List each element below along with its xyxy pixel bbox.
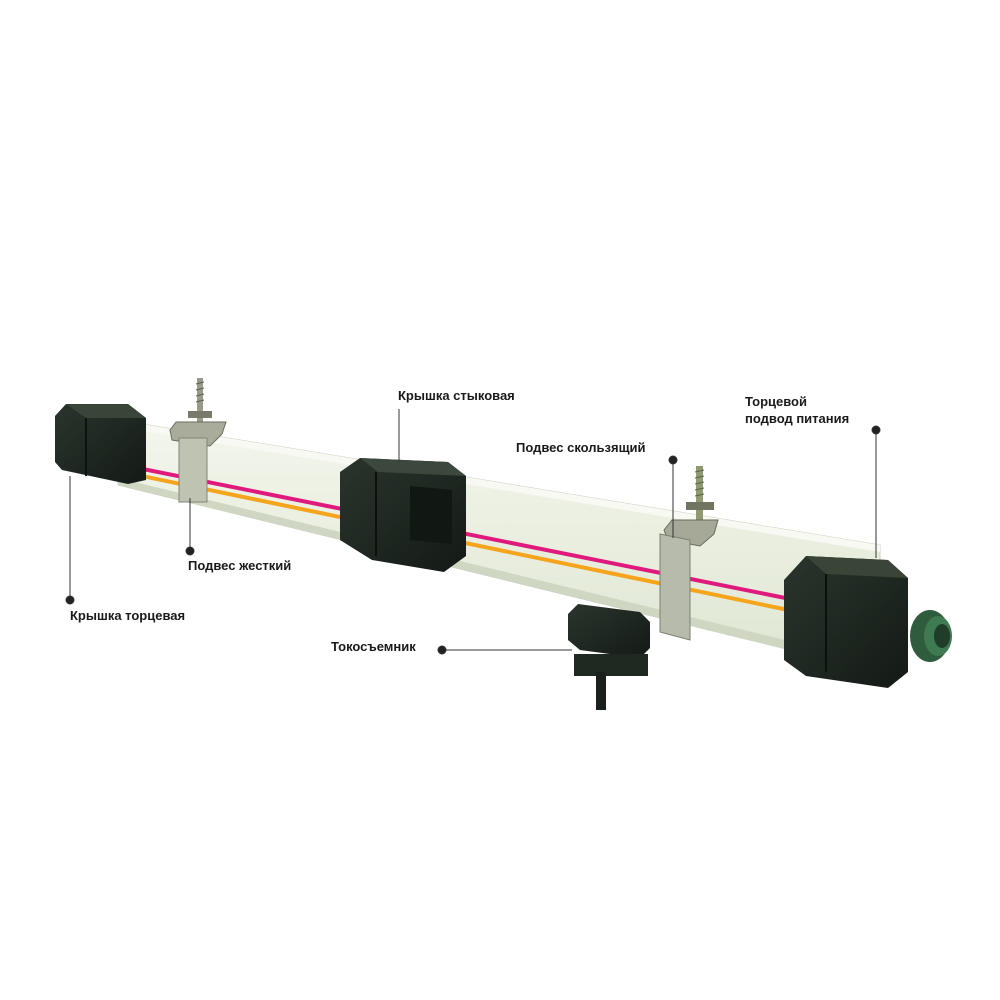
label-current-collector: Токосъемник xyxy=(331,639,416,654)
callout-dot-rigid-hanger xyxy=(185,546,195,556)
rigid-hanger xyxy=(169,378,227,503)
label-end-power-feed: Торцевой подвод питания xyxy=(745,393,849,427)
end-power-feed xyxy=(784,556,952,688)
callout-dot-collector xyxy=(437,645,447,655)
label-end-power-feed-line2: подвод питания xyxy=(745,411,850,426)
callout-lines xyxy=(65,409,881,655)
label-rigid-hanger: Подвес жесткий xyxy=(188,558,292,573)
callout-dot-sliding-hanger xyxy=(668,455,678,465)
label-sliding-hanger: Подвес скользящий xyxy=(516,440,646,455)
current-collector xyxy=(568,604,650,710)
label-end-power-feed-line1: Торцевой xyxy=(745,394,807,409)
label-end-cap: Крышка торцевая xyxy=(70,608,186,623)
callout-dot-end-cap xyxy=(65,595,75,605)
orange-stripe xyxy=(117,469,881,631)
end-cap-left xyxy=(55,404,146,484)
joint-cover xyxy=(340,458,466,572)
sliding-hanger xyxy=(659,466,719,641)
magenta-stripe xyxy=(117,462,881,619)
callout-dot-end-feed xyxy=(871,425,881,435)
rail-body xyxy=(117,419,881,673)
label-joint-cover: Крышка стыковая xyxy=(398,388,515,403)
